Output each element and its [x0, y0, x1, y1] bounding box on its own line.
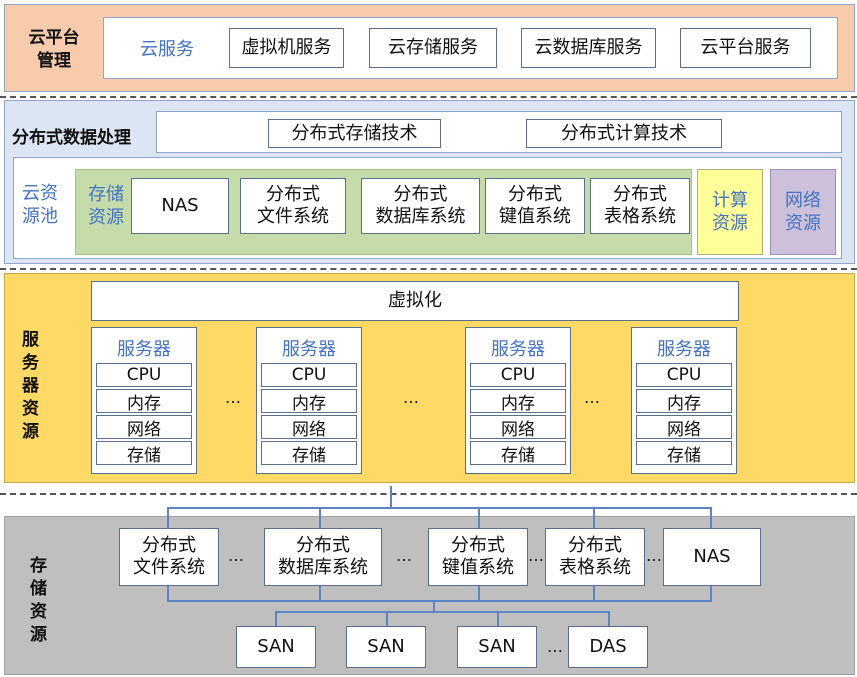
- cloud-storage-service-box: 云存储服务: [369, 28, 497, 68]
- connector-line: [167, 600, 712, 602]
- storage-cell: 存储: [96, 441, 192, 466]
- network-resource-box: 网络资源: [770, 169, 836, 255]
- distributed-file-system-box: 分布式文件系统: [119, 528, 219, 586]
- nas-box: NAS: [663, 528, 761, 586]
- connector-line: [433, 600, 435, 612]
- cpu-cell: CPU: [636, 363, 732, 387]
- storage-cell: 存储: [636, 441, 732, 466]
- distributed-kv-system-box: 分布式键值系统: [428, 528, 528, 586]
- connector-line: [167, 507, 712, 509]
- server-label: 服务器: [657, 339, 711, 360]
- connector-line: [593, 585, 595, 601]
- cloud-management-title: 云平台管理: [28, 28, 80, 71]
- connector-line: [167, 507, 169, 529]
- cloud-services-label: 云服务: [140, 39, 194, 60]
- server-label: 服务器: [491, 339, 545, 360]
- distributed-processing-title: 分布式数据处理: [12, 128, 131, 148]
- network-cell: 网络: [96, 415, 192, 440]
- separator: [0, 268, 857, 270]
- memory-cell: 内存: [261, 389, 357, 414]
- connector-line: [275, 611, 277, 627]
- cpu-cell: CPU: [261, 363, 357, 387]
- connector-line: [319, 585, 321, 601]
- server-unit: 服务器 CPU 内存 网络 存储: [631, 327, 737, 474]
- nas-box: NAS: [131, 178, 229, 234]
- separator: [0, 96, 857, 98]
- compute-resource-box: 计算资源: [697, 169, 763, 255]
- distributed-kv-system-box: 分布式键值系统: [485, 178, 585, 234]
- virtualization-box: 虚拟化: [91, 281, 739, 321]
- storage-resource-title: 存储资源: [26, 556, 46, 648]
- connector-line: [319, 507, 321, 529]
- ellipsis: …: [547, 637, 563, 656]
- ellipsis: …: [528, 546, 544, 565]
- ellipsis: …: [584, 388, 600, 407]
- connector-line: [275, 611, 610, 613]
- vm-service-box: 虚拟机服务: [229, 28, 344, 68]
- storage-cell: 存储: [470, 441, 566, 466]
- server-label: 服务器: [117, 339, 171, 360]
- connector-line: [386, 611, 388, 627]
- connector-line: [497, 611, 499, 627]
- ellipsis: …: [403, 388, 419, 407]
- das-box: DAS: [568, 626, 648, 668]
- ellipsis: …: [225, 388, 241, 407]
- connector-line: [710, 507, 712, 529]
- ellipsis: …: [228, 546, 244, 565]
- connector-line: [608, 611, 610, 627]
- distributed-file-system-box: 分布式文件系统: [240, 178, 346, 234]
- network-cell: 网络: [470, 415, 566, 440]
- memory-cell: 内存: [96, 389, 192, 414]
- distributed-table-system-box: 分布式表格系统: [545, 528, 645, 586]
- san-box: SAN: [236, 626, 316, 668]
- distributed-table-system-box: 分布式表格系统: [590, 178, 690, 234]
- connector-line: [390, 486, 392, 508]
- connector-line: [593, 507, 595, 529]
- cloud-platform-service-box: 云平台服务: [680, 28, 811, 68]
- separator: [0, 493, 857, 495]
- san-box: SAN: [457, 626, 537, 668]
- memory-cell: 内存: [470, 389, 566, 414]
- connector-line: [478, 507, 480, 529]
- ellipsis: …: [396, 546, 412, 565]
- distributed-tech-panel: [156, 111, 842, 153]
- storage-cell: 存储: [261, 441, 357, 466]
- connector-line: [710, 585, 712, 601]
- distributed-database-system-box: 分布式数据库系统: [264, 528, 382, 586]
- resource-pool-label: 云资源池: [22, 183, 58, 227]
- network-cell: 网络: [636, 415, 732, 440]
- cloud-database-service-box: 云数据库服务: [521, 28, 656, 68]
- server-unit: 服务器 CPU 内存 网络 存储: [91, 327, 197, 474]
- san-box: SAN: [346, 626, 426, 668]
- distributed-compute-tech-box: 分布式计算技术: [526, 119, 722, 148]
- cpu-cell: CPU: [96, 363, 192, 387]
- distributed-database-system-box: 分布式数据库系统: [361, 178, 480, 234]
- server-unit: 服务器 CPU 内存 网络 存储: [256, 327, 362, 474]
- storage-resource-label: 存储资源: [88, 184, 124, 228]
- network-cell: 网络: [261, 415, 357, 440]
- connector-line: [478, 585, 480, 601]
- server-resource-title: 服务器资源: [18, 330, 38, 445]
- ellipsis: …: [646, 546, 662, 565]
- server-label: 服务器: [282, 339, 336, 360]
- distributed-storage-tech-box: 分布式存储技术: [268, 119, 441, 148]
- cpu-cell: CPU: [470, 363, 566, 387]
- connector-line: [167, 585, 169, 601]
- memory-cell: 内存: [636, 389, 732, 414]
- server-unit: 服务器 CPU 内存 网络 存储: [465, 327, 571, 474]
